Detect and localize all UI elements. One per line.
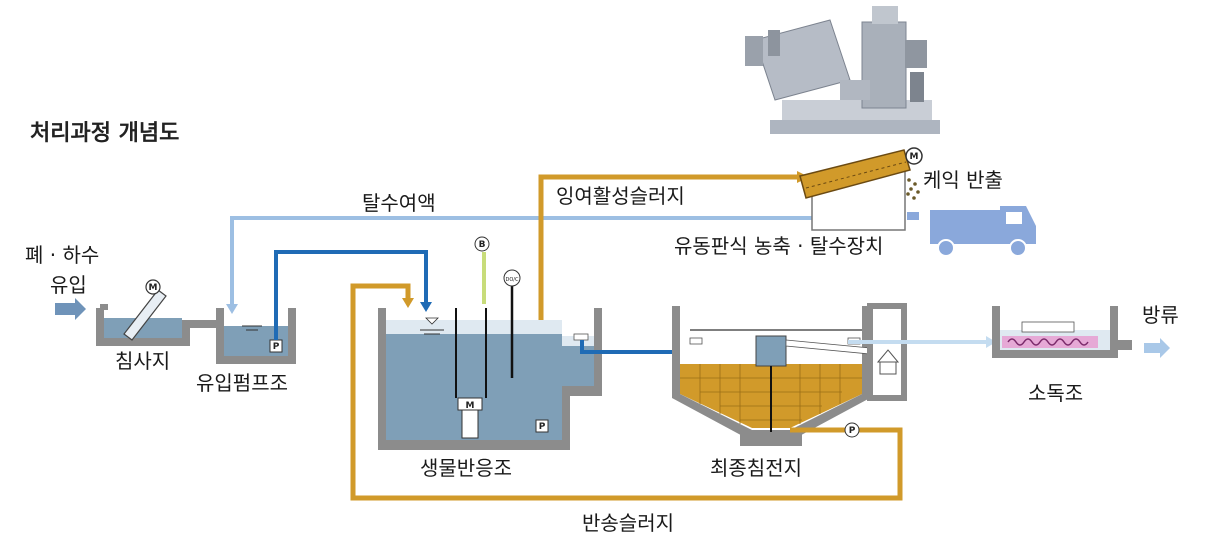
discharge-label: 방류 bbox=[1142, 303, 1179, 327]
final-clarifier-label: 최종침전지 bbox=[710, 456, 802, 480]
excess-sludge-label: 잉여활성슬러지 bbox=[556, 184, 685, 208]
dewatering-machine-image bbox=[745, 6, 940, 134]
pump-transfer-line bbox=[274, 250, 428, 340]
filtrate-line bbox=[230, 216, 812, 308]
truck-icon bbox=[907, 206, 1036, 257]
final-clarifier bbox=[672, 303, 907, 446]
do-sensor-icon bbox=[503, 269, 521, 287]
grit-chamber-label: 침사지 bbox=[115, 349, 170, 373]
disinfection-tank-label: 소독조 bbox=[1028, 381, 1083, 405]
pump-icon bbox=[535, 419, 549, 433]
discharge-arrow-icon bbox=[1144, 338, 1170, 358]
svg-text:DO/C: DO/C bbox=[506, 277, 519, 283]
inflow-pump-tank-label: 유입펌프조 bbox=[196, 371, 288, 395]
grit-chamber: M bbox=[96, 279, 216, 346]
diagram-title: 처리과정 개념도 bbox=[30, 121, 179, 146]
svg-text:M: M bbox=[149, 283, 158, 293]
cake-drops-icon bbox=[906, 178, 920, 200]
bioreactor: M DO/C B P bbox=[378, 236, 602, 450]
influent-arrow-icon bbox=[55, 298, 86, 320]
blower-icon bbox=[474, 236, 490, 252]
svg-text:M: M bbox=[910, 152, 919, 162]
return-pump-icon bbox=[844, 422, 860, 438]
return-sludge-label: 반송슬러지 bbox=[582, 511, 674, 535]
svg-text:M: M bbox=[466, 401, 475, 411]
dewatering-unit: M bbox=[799, 147, 923, 231]
dewatering-unit-label: 유동판식 농축 · 탈수장치 bbox=[674, 234, 883, 258]
influent-label-line1: 폐 · 하수 bbox=[25, 243, 99, 267]
disinfection-tank bbox=[992, 306, 1132, 358]
svg-text:B: B bbox=[479, 240, 486, 250]
inflow-pump-tank: P bbox=[216, 308, 296, 364]
cake-out-label: 케익 반출 bbox=[923, 168, 1003, 192]
motor-icon bbox=[905, 147, 923, 165]
filtrate-label: 탈수여액 bbox=[362, 191, 436, 215]
motor-icon bbox=[145, 279, 161, 295]
svg-text:P: P bbox=[273, 342, 280, 352]
svg-text:P: P bbox=[539, 422, 546, 432]
influent-label-line2: 유입 bbox=[50, 273, 87, 297]
svg-text:P: P bbox=[849, 426, 856, 436]
bioreactor-label: 생물반응조 bbox=[420, 456, 512, 480]
